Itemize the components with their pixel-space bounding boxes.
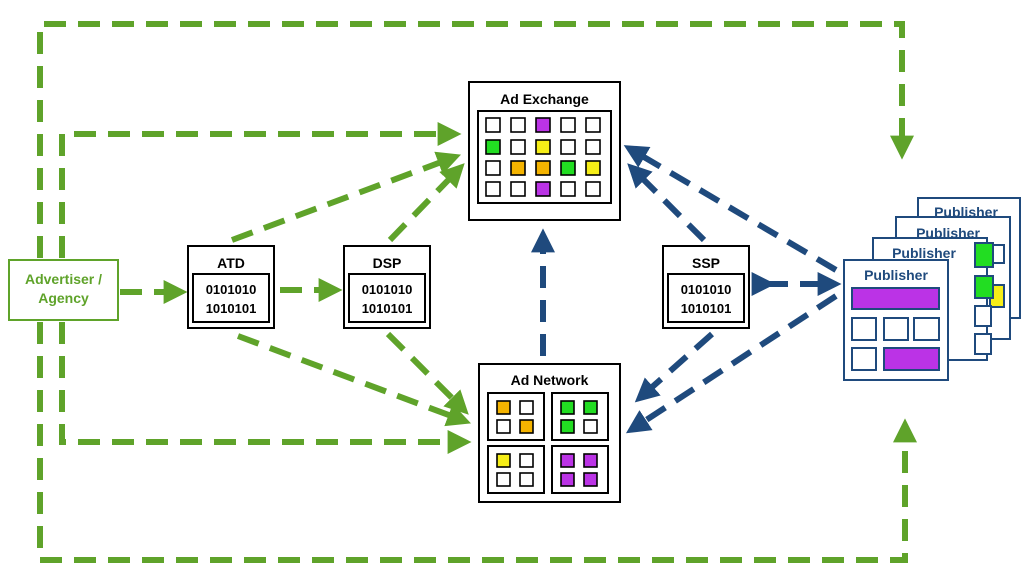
ad-network-cell [519,400,534,415]
ad-exchange-cell [535,160,551,176]
ad-network-cell [519,453,534,468]
ad-network-cell [519,472,534,487]
publisher-page-1: Publisher [843,259,949,381]
publisher-2-ad-slot-top [974,242,994,268]
ad-exchange-node: Ad Exchange [468,81,621,221]
ad-network-cell [583,472,598,487]
arrow-advertiser-ad-network [59,322,472,454]
dsp-code-line2: 1010101 [362,301,413,316]
ad-exchange-cell [485,139,501,155]
advertiser-flow-arrows [37,21,917,563]
arrow-ssp-ad-exchange [627,163,707,243]
dsp-label: DSP [373,255,402,271]
ad-exchange-cell [585,181,601,197]
arrow-dsp-ad-network [385,331,469,415]
ad-network-cell [583,419,598,434]
ad-exchange-cell [535,117,551,133]
ad-exchange-cell [535,139,551,155]
ad-network-cell [496,419,511,434]
ad-exchange-cell [560,117,576,133]
atd-label: ATD [217,255,245,271]
ad-exchange-cell [510,160,526,176]
ad-network-cell [583,453,598,468]
ad-network-cell [560,472,575,487]
ad-exchange-cell [510,139,526,155]
ad-exchange-cell [585,117,601,133]
ssp-code-line2: 1010101 [681,301,732,316]
arrow-ssp-ad-network [634,331,714,403]
ssp-label: SSP [692,255,720,271]
dsp-code-line1: 0101010 [362,282,413,297]
publisher-stack: Publisher Publisher Publisher Publisher [843,197,1021,381]
ssp-node: SSP 0101010 1010101 [662,245,750,329]
ad-network-cell [560,419,575,434]
atd-code-line1: 0101010 [206,282,257,297]
publisher-flow-arrows [531,145,842,434]
atd-code-line2: 1010101 [206,301,257,316]
ad-exchange-cell [585,160,601,176]
advertiser-label-line1: Advertiser / [25,271,102,287]
ad-exchange-cell [485,117,501,133]
ad-exchange-cell [560,181,576,197]
ad-network-cell [583,400,598,415]
atd-node: ATD 0101010 1010101 [187,245,275,329]
ad-network-label: Ad Network [511,372,589,388]
ad-network-cell [496,400,511,415]
ad-exchange-cell [560,139,576,155]
arrow-publisher-ad-exchange [623,145,838,273]
ad-exchange-cell [485,160,501,176]
arrow-advertiser-ad-exchange [59,122,462,258]
publisher-2-label: Publisher [892,245,956,261]
ad-network-cell [560,453,575,468]
arrow-dsp-ad-exchange [387,163,465,243]
ad-exchange-label: Ad Exchange [500,91,589,107]
publisher-1-box-ad [883,347,940,371]
publisher-1-label: Publisher [864,267,928,283]
ad-exchange-grid [485,117,601,197]
arrow-advertiser-top-loop-publisher [37,21,914,258]
ssp-code-line1: 0101010 [681,282,732,297]
arrow-publisher-ad-network [625,293,838,434]
arrow-atd-ad-network [236,333,471,427]
ad-exchange-cell [585,139,601,155]
ad-network-cell [519,419,534,434]
ad-exchange-cell [510,181,526,197]
ad-network-cell [496,453,511,468]
arrow-atd-ad-exchange [230,151,461,243]
advertiser-node: Advertiser / Agency [8,259,119,321]
ad-network-node: Ad Network [478,363,621,503]
ad-network-grid [487,392,609,494]
publisher-1-banner-ad [851,287,940,310]
ad-exchange-cell [535,181,551,197]
ad-exchange-cell [485,181,501,197]
dsp-node: DSP 0101010 1010101 [343,245,431,329]
ad-network-cell [496,472,511,487]
arrow-advertiser-bottom-loop-publisher [37,322,917,563]
publisher-2-ad-slot-mid [974,275,994,299]
advertiser-label-line2: Agency [38,290,89,306]
ad-network-cell [560,400,575,415]
ad-exchange-cell [510,117,526,133]
ad-exchange-cell [560,160,576,176]
